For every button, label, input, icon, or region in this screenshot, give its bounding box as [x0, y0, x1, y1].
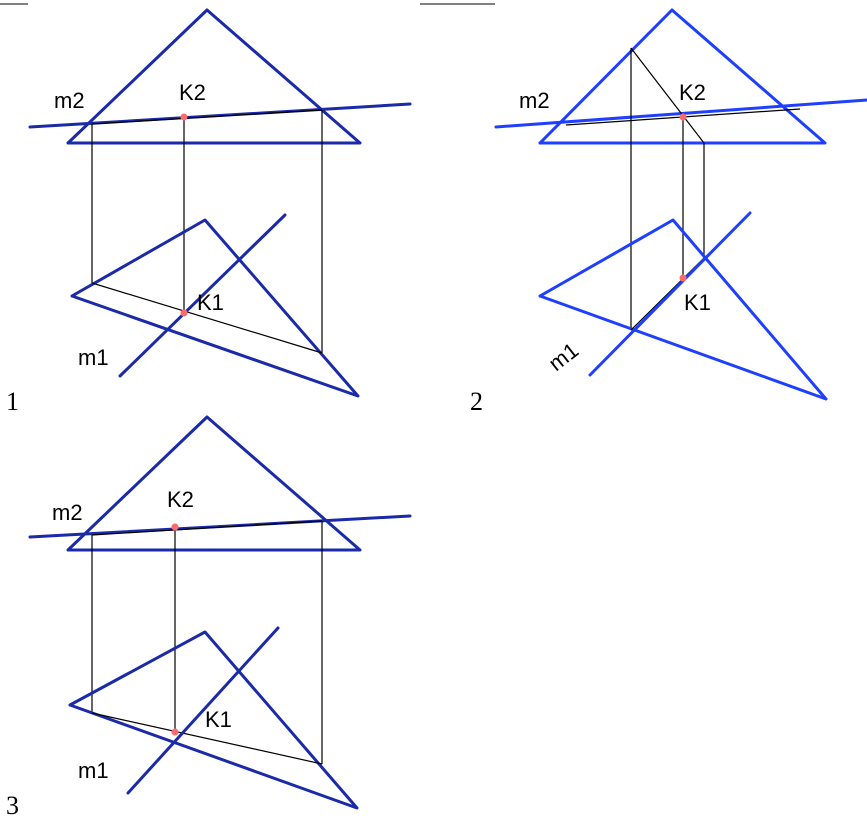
fig1-point-k2 — [180, 113, 188, 121]
fig3-label-m2: m2 — [52, 500, 83, 525]
fig1-m2-chord — [91, 109, 323, 125]
fig1-front-triangle — [66, 8, 362, 145]
fig2-point-k1 — [679, 274, 687, 282]
fig3-line-m2 — [28, 514, 412, 539]
fig2-front-diagonal — [630, 47, 705, 144]
fig3-line-m1 — [126, 626, 280, 795]
fig2-number: 2 — [470, 387, 483, 416]
fig2-label-m2: m2 — [519, 88, 550, 113]
fig1-label-m2: m2 — [54, 88, 85, 113]
figure-2: m2 K2 K1 m1 2 — [470, 8, 867, 416]
fig3-m2-chord — [91, 520, 323, 536]
fig2-top-triangle — [538, 218, 828, 401]
fig1-line-m1 — [118, 213, 287, 378]
fig1-label-m1: m1 — [78, 345, 109, 370]
fig3-top-chord — [91, 712, 323, 765]
fig3-label-k1: K1 — [205, 707, 232, 732]
fig2-line-m1 — [588, 211, 752, 377]
fig3-front-triangle — [66, 415, 362, 552]
fig3-number: 3 — [6, 791, 19, 819]
fig2-point-k2 — [679, 113, 687, 121]
fig1-point-k1 — [180, 309, 188, 317]
fig1-number: 1 — [6, 387, 19, 416]
fig3-point-k1 — [171, 728, 179, 736]
fig1-top-chord — [91, 282, 323, 354]
fig1-label-k1: K1 — [197, 290, 224, 315]
figure-1: m2 K2 K1 m1 1 — [6, 8, 412, 416]
fig3-point-k2 — [171, 523, 179, 531]
fig3-label-m1: m1 — [78, 758, 109, 783]
fig2-label-k2: K2 — [679, 80, 706, 105]
figure-3: m2 K2 K1 m1 3 — [6, 415, 412, 819]
fig2-label-k1: K1 — [684, 290, 711, 315]
fig1-line-m2 — [28, 102, 412, 129]
fig2-label-m1: m1 — [544, 337, 583, 376]
fig3-top-triangle — [68, 630, 359, 810]
fig1-label-k2: K2 — [179, 80, 206, 105]
fig3-label-k2: K2 — [167, 487, 194, 512]
fig1-top-triangle — [70, 218, 360, 398]
